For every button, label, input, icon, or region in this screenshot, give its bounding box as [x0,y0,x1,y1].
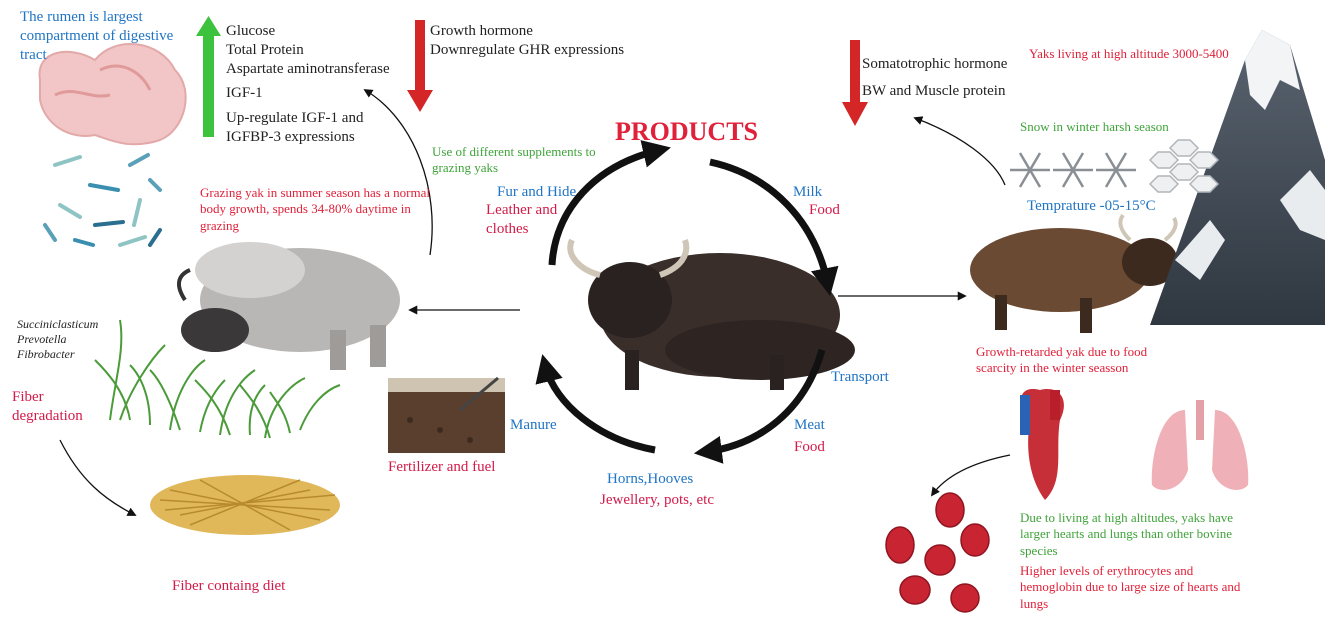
ice-hexagon-icon [1148,139,1220,193]
food-label-2: Food [794,439,825,455]
growth-retarded-text: Growth-retarded yak due to food scarcity… [976,344,1148,376]
down-item-somatotrophic: Somatotrophic hormone [862,56,1008,72]
up-item-igf1: IGF-1 [226,85,263,102]
grass-illustration [94,319,341,439]
down-item-growth-hormone: Growth hormone [430,23,533,39]
transport-label: Transport [831,369,889,385]
down-item-ghr: Downregulate GHR expressions [430,41,625,58]
fiber-diet-label: Fiber containg diet [172,578,286,594]
lungs-illustration [1151,400,1249,490]
heart-illustration [1020,389,1064,500]
down-item-bw-muscle: BW and Muscle protein [862,82,1006,99]
soil-illustration [388,376,505,453]
up-regulated-list: Glucose Total Protein Aspartate aminotra… [226,22,390,147]
down-arrow-right-icon [842,40,868,126]
product-cycle-arrows [535,140,839,464]
mountain-illustration [1150,30,1325,325]
fiber-degradation-label: Fiber degradation [12,389,83,424]
fertilizer-label: Fertilizer and fuel [388,459,496,475]
right-down-list: Somatotrophic hormone BW and Muscle prot… [862,55,1007,101]
connector-arrows [59,89,1011,516]
meat-label: Meat [794,417,825,433]
milk-label: Milk [793,184,823,200]
erythrocytes-text: Higher levels of erythrocytes and hemogl… [1020,563,1241,611]
down-arrow-icon [407,20,433,112]
horns-label: Horns,Hooves [607,471,694,487]
central-yak-illustration [567,238,855,390]
food-label-1: Food [809,202,840,218]
temperature-text: Temprature -05-15°C [1027,198,1156,214]
up-item-igfbp3: IGFBP-3 expressions [226,128,355,145]
supplements-text: Use of different supplements to grazing … [432,144,596,176]
winter-yak-illustration [970,213,1178,333]
up-item-glucose: Glucose [226,23,276,39]
grazing-yak-illustration [177,242,400,370]
up-item-total-protein: Total Protein [226,41,304,58]
bacteria-succiniclasticum: Succiniclasticum [17,317,99,331]
up-arrow-icon [196,16,221,137]
altitude-text: Yaks living at high altitude 3000-5400 [1029,46,1229,61]
bacteria-fibrobacter: Fibrobacter [17,347,75,361]
leather-label: Leather and clothes [486,202,558,237]
rumen-illustration [38,43,187,146]
hearts-lungs-text: Due to living at high altitudes, yaks ha… [1020,510,1234,558]
products-title: PRODUCTS [615,117,759,146]
hay-illustration [150,475,340,535]
jewellery-label: Jewellery, pots, etc [600,492,714,508]
summer-grazing-text: Grazing yak in summer season has a norma… [200,185,430,233]
rumen-bacteria-illustration [43,153,162,247]
red-blood-cells-illustration [885,492,990,613]
fur-hide-label: Fur and Hide [497,184,577,200]
snowflake-icon [1010,152,1136,188]
down-regulated-list: Growth hormone Downregulate GHR expressi… [430,22,624,60]
snow-text: Snow in winter harsh season [1020,119,1169,134]
rumen-text: The rumen is largest compartment of dige… [20,9,174,63]
bacteria-list: Succiniclasticum Prevotella Fibrobacter [17,317,98,362]
up-item-ast: Aspartate aminotransferase [226,60,390,77]
up-item-upregulate: Up-regulate IGF-1 and [226,110,364,126]
manure-label: Manure [510,417,557,433]
bacteria-prevotella: Prevotella [17,332,67,346]
